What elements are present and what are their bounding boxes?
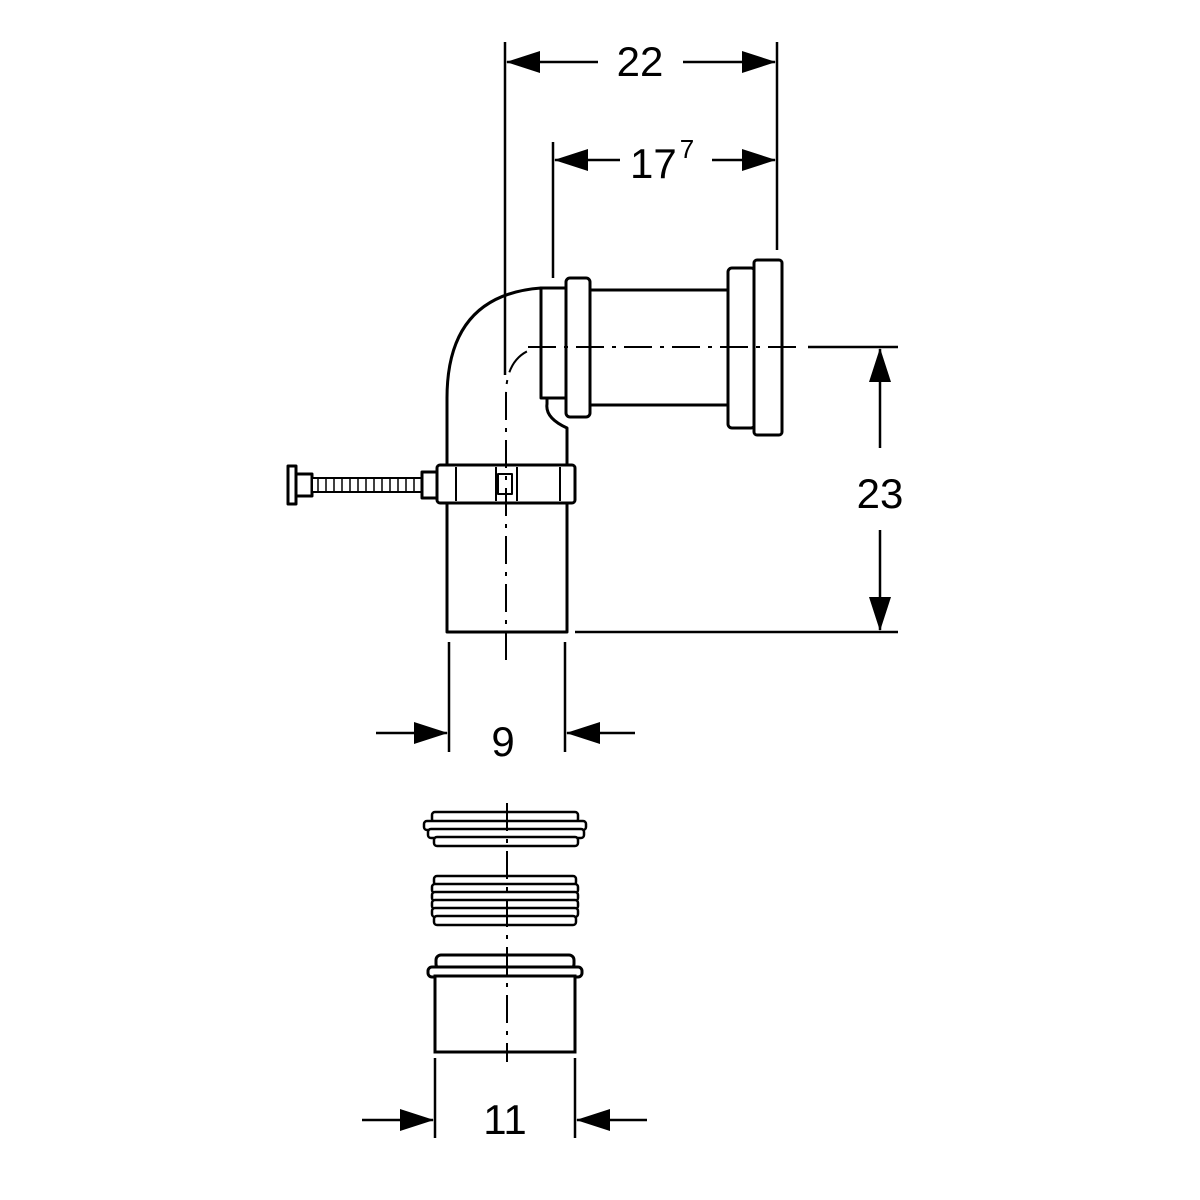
- fixing-screw: [286, 464, 439, 506]
- adapter-sleeve: [426, 953, 584, 1054]
- dim-pipe-diameter: 9: [491, 718, 514, 765]
- dim-sleeve-diameter: 11: [483, 1096, 527, 1143]
- dim-socket-width-main: 17: [630, 140, 677, 187]
- lip-seal-2: [430, 874, 580, 927]
- elbow-axis: [505, 349, 531, 660]
- dim-socket-width-sup: 7: [680, 134, 694, 164]
- dim-overall-width: 22: [617, 38, 664, 85]
- horizontal-pipe: [588, 288, 730, 407]
- elbow-socket-inner: [539, 286, 569, 400]
- elbow-assembly: [286, 258, 784, 634]
- dimension-lines: [362, 42, 898, 1138]
- lip-seal-1: [422, 810, 588, 848]
- dim-height: 23: [857, 470, 904, 517]
